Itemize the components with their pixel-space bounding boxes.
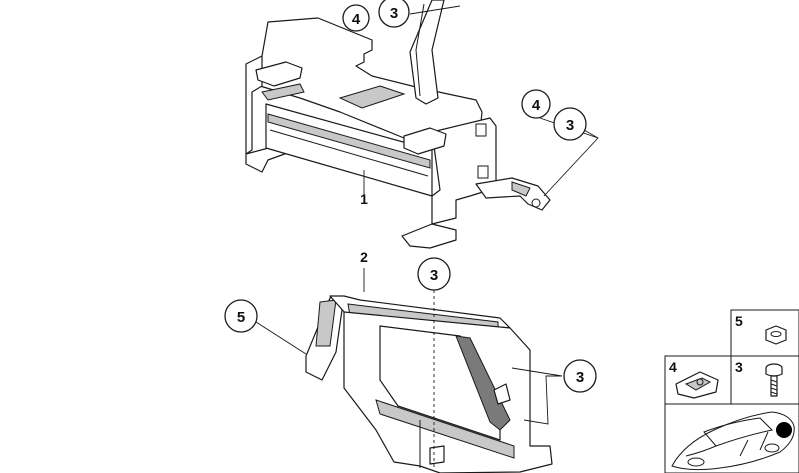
leader-left-callout bbox=[255, 321, 307, 355]
holder-part bbox=[305, 295, 553, 473]
legend-label-5: 5 bbox=[735, 313, 743, 329]
leader-mid-right-callout bbox=[511, 367, 563, 377]
callout-left-5: 5 bbox=[224, 299, 258, 333]
car-location-icon bbox=[671, 411, 795, 471]
legend-panel: 5 4 3 bbox=[664, 309, 799, 473]
callout-text: 3 bbox=[566, 117, 574, 134]
location-marker-icon bbox=[776, 422, 792, 438]
callout-top-left-3: 3 bbox=[378, 0, 410, 28]
leader-top-callout bbox=[409, 5, 461, 15]
callout-text: 4 bbox=[532, 97, 541, 114]
callout-text: 3 bbox=[390, 5, 398, 22]
callout-top-left-4: 4 bbox=[342, 4, 370, 32]
screw-icon bbox=[765, 363, 783, 397]
callout-text: 3 bbox=[576, 369, 584, 386]
hex-nut-icon bbox=[765, 325, 787, 345]
legend-label-3: 3 bbox=[735, 359, 743, 375]
callout-text: 3 bbox=[430, 267, 438, 284]
callout-right-3: 3 bbox=[553, 107, 587, 141]
label-holder: 2 bbox=[360, 249, 368, 265]
callout-text: 4 bbox=[352, 11, 361, 28]
callout-text: 5 bbox=[237, 309, 245, 326]
mounting-bracket-part bbox=[245, 0, 551, 249]
leader-mid-right-callout-b bbox=[523, 375, 562, 425]
legend-label-4: 4 bbox=[669, 359, 677, 375]
callout-right-4: 4 bbox=[521, 89, 551, 119]
callout-mid-right-3: 3 bbox=[563, 359, 597, 393]
label-bracket: 1 bbox=[360, 191, 368, 207]
clip-nut-icon bbox=[675, 371, 719, 399]
callout-mid-top-3: 3 bbox=[417, 257, 451, 291]
